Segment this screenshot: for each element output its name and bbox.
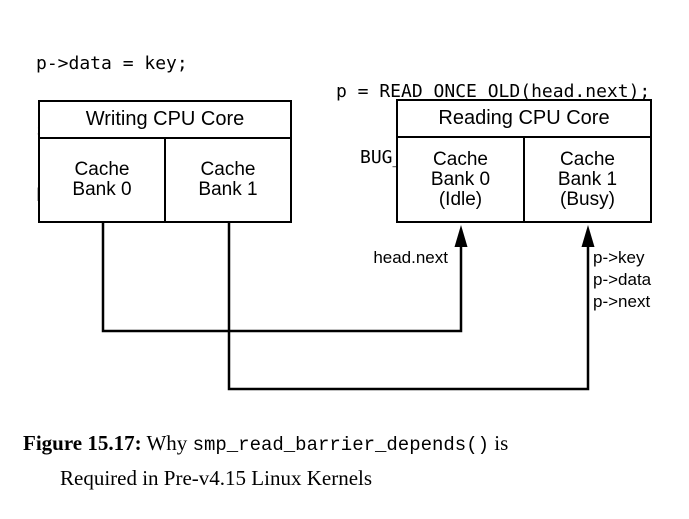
p-fields-arrow-labels: p->key p->data p->next bbox=[593, 247, 651, 313]
p-key-label: p->key bbox=[593, 248, 645, 267]
p-next-label: p->next bbox=[593, 292, 651, 311]
reader-bank0-label-line3: (Idle) bbox=[438, 188, 483, 210]
reader-bank1-label-line3: (Busy) bbox=[560, 188, 615, 210]
p-data-label: p->data bbox=[593, 270, 652, 289]
writer-bank1-label-line1: Cache bbox=[200, 159, 256, 180]
reader-code-line-1: p = READ_ONCE_OLD(head.next); bbox=[336, 81, 651, 102]
reader-bank0-label-line1: Cache bbox=[433, 148, 488, 170]
writer-code-line-1: p->data = key; bbox=[36, 53, 188, 74]
writer-bank1-label-line2: Bank 1 bbox=[198, 179, 258, 200]
caption-line-2: Required in Pre-v4.15 Linux Kernels bbox=[60, 466, 373, 490]
figure-caption: Figure 15.17: Why smp_read_barrier_depen… bbox=[23, 427, 583, 495]
reader-cache-bank-0: Cache Bank 0 (Idle) bbox=[398, 138, 523, 221]
figure-number-label: Figure 15.17: bbox=[23, 431, 142, 455]
head-next-arrow-label: head.next bbox=[373, 248, 448, 267]
reader-bank1-label-line1: Cache bbox=[560, 148, 615, 170]
arrow-bank0-arrowhead-icon bbox=[454, 225, 468, 247]
reading-cpu-core-title: Reading CPU Core bbox=[398, 101, 650, 138]
reader-cache-bank-1: Cache Bank 1 (Busy) bbox=[523, 138, 650, 221]
reader-cache-banks: Cache Bank 0 (Idle) Cache Bank 1 (Busy) bbox=[398, 138, 650, 221]
arrow-bank1-arrowhead-icon bbox=[581, 225, 595, 247]
reading-cpu-core-box: Reading CPU Core Cache Bank 0 (Idle) Cac… bbox=[396, 99, 652, 223]
caption-text-after-code: is bbox=[494, 431, 509, 455]
writer-cache-bank-0: Cache Bank 0 bbox=[40, 139, 164, 221]
writer-cache-banks: Cache Bank 0 Cache Bank 1 bbox=[40, 139, 290, 221]
writer-cache-bank-1: Cache Bank 1 bbox=[164, 139, 290, 221]
writing-cpu-core-box: Writing CPU Core Cache Bank 0 Cache Bank… bbox=[38, 100, 292, 223]
writing-cpu-core-title: Writing CPU Core bbox=[40, 102, 290, 139]
caption-text-before-code: Why bbox=[146, 431, 188, 455]
writer-bank0-label-line1: Cache bbox=[74, 159, 130, 180]
writer-bank0-label-line2: Bank 0 bbox=[72, 179, 132, 200]
reader-bank0-label-line2: Bank 0 bbox=[430, 168, 491, 190]
caption-code-text: smp_read_barrier_depends() bbox=[192, 434, 490, 456]
reader-bank1-label-line2: Bank 1 bbox=[557, 168, 618, 190]
